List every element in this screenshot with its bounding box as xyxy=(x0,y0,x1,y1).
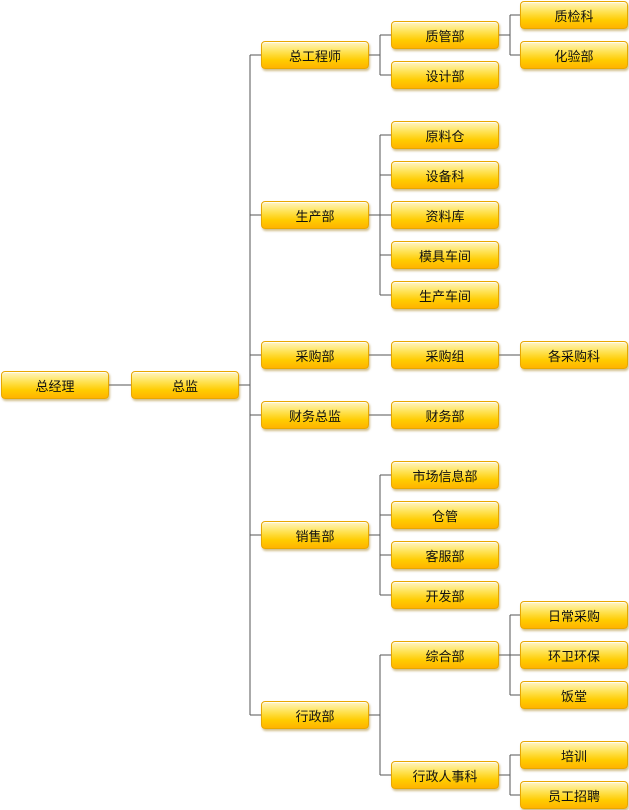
node-production-workshop: 生产车间 xyxy=(391,281,499,309)
node-design-dept: 设计部 xyxy=(391,61,499,89)
node-purchasing-dept: 采购部 xyxy=(261,341,369,369)
node-purchasing-sections: 各采购科 xyxy=(520,341,628,369)
node-document-archive: 资料库 xyxy=(391,201,499,229)
node-lab-test-dept: 化验部 xyxy=(520,41,628,69)
node-daily-purchasing: 日常采购 xyxy=(520,601,628,629)
node-sales-dept: 销售部 xyxy=(261,521,369,549)
node-general-manager: 总经理 xyxy=(1,371,109,399)
node-market-info-dept: 市场信息部 xyxy=(391,461,499,489)
node-chief-engineer: 总工程师 xyxy=(261,41,369,69)
node-quality-management: 质管部 xyxy=(391,21,499,49)
node-director: 总监 xyxy=(131,371,239,399)
node-admin-dept: 行政部 xyxy=(261,701,369,729)
node-quality-inspection: 质检科 xyxy=(520,1,628,29)
node-canteen: 饭堂 xyxy=(520,681,628,709)
node-production-dept: 生产部 xyxy=(261,201,369,229)
node-equipment-section: 设备科 xyxy=(391,161,499,189)
node-finance-dept: 财务部 xyxy=(391,401,499,429)
node-admin-hr-section: 行政人事科 xyxy=(391,761,499,789)
node-mold-workshop: 模具车间 xyxy=(391,241,499,269)
node-development-dept: 开发部 xyxy=(391,581,499,609)
node-purchasing-group: 采购组 xyxy=(391,341,499,369)
node-warehouse-management: 仓管 xyxy=(391,501,499,529)
node-recruitment: 员工招聘 xyxy=(520,781,628,809)
node-training: 培训 xyxy=(520,741,628,769)
node-general-affairs: 综合部 xyxy=(391,641,499,669)
node-raw-material-warehouse: 原料仓 xyxy=(391,121,499,149)
node-finance-director: 财务总监 xyxy=(261,401,369,429)
node-customer-service: 客服部 xyxy=(391,541,499,569)
node-sanitation-environment: 环卫环保 xyxy=(520,641,628,669)
